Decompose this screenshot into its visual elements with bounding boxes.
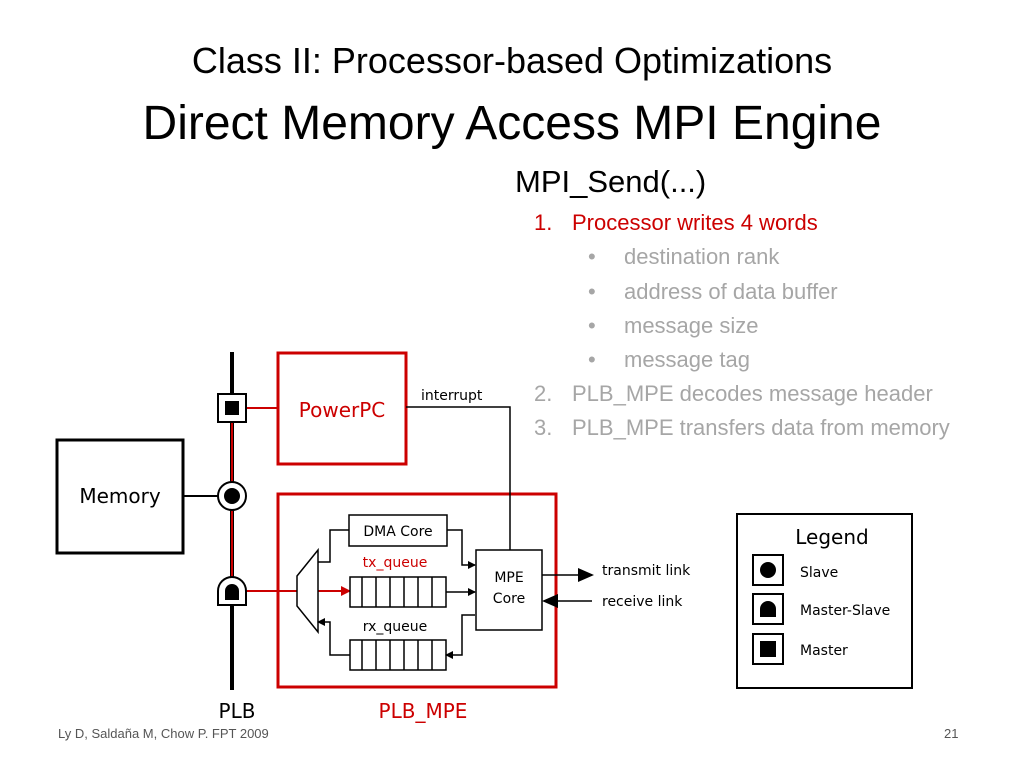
step-3-text: PLB_MPE transfers data from memory [572, 415, 950, 440]
step-2-number: 2. [534, 381, 553, 406]
plb-mpe-label: PLB_MPE [379, 699, 468, 723]
legend-master-slave-icon [760, 601, 776, 617]
mpe-core-label-line1: MPE [494, 570, 523, 586]
legend: Legend Slave Master-Slave Master [736, 513, 913, 689]
step-3-number: 3. [534, 415, 553, 440]
step-2-text: PLB_MPE decodes message header [572, 381, 933, 406]
function-label: MPI_Send(...) [515, 164, 707, 199]
plb-label: PLB [219, 699, 256, 723]
legend-title: Legend [795, 525, 868, 549]
transmit-link-label: transmit link [602, 563, 691, 579]
legend-slave-icon [760, 562, 776, 578]
tx-queue-label: tx_queue [363, 555, 428, 571]
receive-link-label: receive link [602, 594, 683, 610]
legend-master-label: Master [800, 643, 848, 659]
dma-core-label: DMA Core [363, 524, 432, 540]
slide-title-line2: Direct Memory Access MPI Engine [142, 97, 882, 150]
mpe-core-label-line2: Core [493, 591, 525, 607]
legend-slave-label: Slave [800, 565, 838, 581]
interrupt-label: interrupt [421, 388, 483, 404]
bullet-dot: • [588, 244, 596, 269]
powerpc-label: PowerPC [299, 398, 386, 422]
legend-master-slave-label: Master-Slave [800, 603, 890, 619]
rx-queue [349, 639, 447, 671]
rx-queue-label: rx_queue [363, 619, 428, 635]
bullet-dot: • [588, 347, 596, 372]
mux [296, 547, 319, 635]
slide-title-line1: Class II: Processor-based Optimizations [191, 40, 833, 81]
dma-core-block [348, 514, 448, 547]
interrupt-wire [406, 406, 511, 550]
footer-citation: Ly D, Saldaña M, Chow P. FPT 2009 [58, 726, 269, 741]
powerpc-block [276, 351, 408, 466]
legend-master-icon [760, 641, 776, 657]
footer-page-number: 21 [944, 726, 959, 741]
bullet-dot: • [588, 313, 596, 338]
mpe-core-block [475, 549, 543, 631]
step-1-number: 1. [534, 210, 553, 235]
step-1-text: Processor writes 4 words [572, 210, 818, 235]
memory-label: Memory [79, 484, 161, 508]
bullet-dot: • [588, 279, 596, 304]
